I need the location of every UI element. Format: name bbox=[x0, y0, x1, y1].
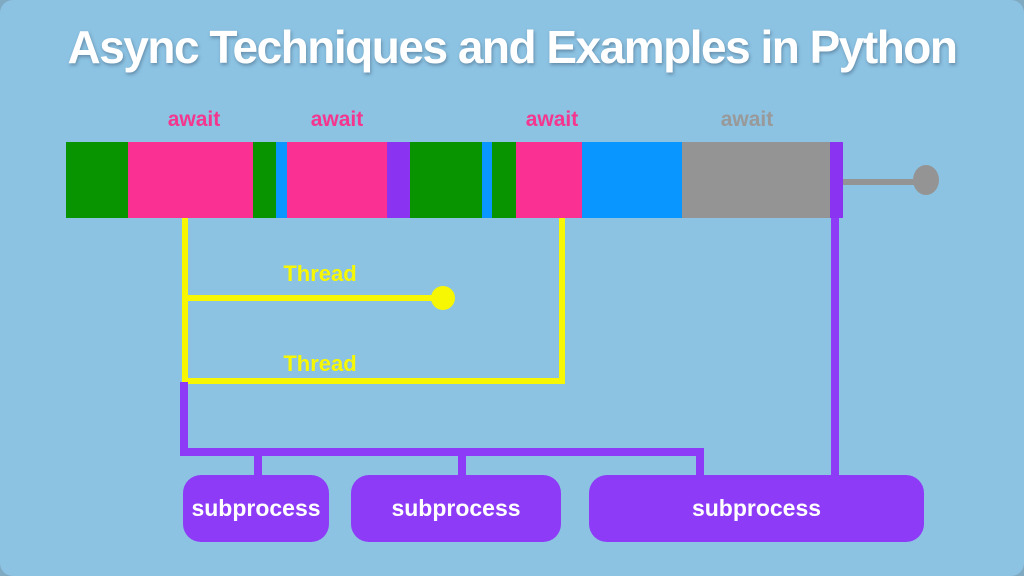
timeline-segment-run bbox=[253, 142, 276, 218]
thread-1-line bbox=[182, 295, 440, 301]
timeline-segment-run bbox=[410, 142, 482, 218]
timeline-segment-await bbox=[516, 142, 582, 218]
await-label-1: await bbox=[167, 108, 221, 131]
timeline-segment-run bbox=[492, 142, 516, 218]
subprocess-box-label: subprocess bbox=[391, 495, 521, 521]
thread-1-end-dot-icon bbox=[431, 286, 455, 310]
await-label-2: await bbox=[310, 108, 364, 131]
timeline-segment-await bbox=[287, 142, 387, 218]
subprocess-left-drop-line bbox=[180, 382, 188, 456]
timeline-tail-line bbox=[843, 179, 915, 185]
subprocess-bus-line bbox=[180, 448, 704, 456]
timeline-segment-idle bbox=[682, 142, 830, 218]
thread-2-label: Thread bbox=[283, 351, 357, 376]
subprocess-box-2: subprocess bbox=[351, 475, 561, 542]
timeline-segment-io bbox=[276, 142, 287, 218]
subprocess-2-drop-line bbox=[458, 456, 466, 476]
await-label-3: await bbox=[525, 108, 579, 131]
await-label-4: await bbox=[720, 108, 774, 131]
timeline-segment-run bbox=[66, 142, 128, 218]
subprocess-3-drop-line bbox=[696, 456, 704, 476]
timeline-segment-await bbox=[128, 142, 253, 218]
timeline-segment-sub bbox=[830, 142, 843, 218]
thread-2-right-drop-line bbox=[559, 218, 565, 384]
event-loop-timeline bbox=[0, 142, 1024, 218]
thread-left-drop-line bbox=[182, 218, 188, 384]
timeline-end-dot-icon bbox=[913, 165, 939, 195]
subprocess-box-label: subprocess bbox=[691, 495, 822, 521]
subprocess-box-3: subprocess bbox=[589, 475, 924, 542]
timeline-segment-io bbox=[482, 142, 492, 218]
thread-2-bottom-line bbox=[182, 378, 565, 384]
subprocess-box-label: subprocess bbox=[191, 495, 321, 521]
subprocess-1-drop-line bbox=[254, 456, 262, 476]
subprocess-box-1: subprocess bbox=[183, 475, 329, 542]
timeline-segment-io bbox=[582, 142, 682, 218]
timeline-segment-sub bbox=[387, 142, 410, 218]
subprocess-3-long-drop-line bbox=[831, 218, 839, 476]
slide-title: Async Techniques and Examples in Python bbox=[67, 21, 959, 73]
thread-1-label: Thread bbox=[283, 261, 357, 286]
